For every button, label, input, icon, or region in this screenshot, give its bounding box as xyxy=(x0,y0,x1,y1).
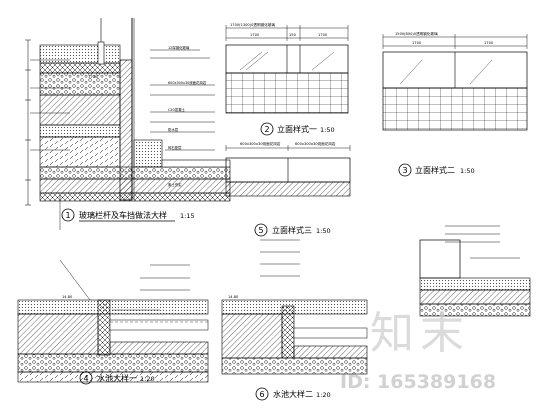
note-granite: 600x300x30烧面花岗岩 xyxy=(168,80,207,85)
dim-c: 1700 xyxy=(318,33,328,37)
detail-scale: 1:50 xyxy=(320,126,335,134)
dim-top-b: 600x300x30烧面花岗岩 xyxy=(295,141,336,146)
detail-number: 3 xyxy=(403,166,408,175)
watermark: 知末 ID: 165389168 xyxy=(340,308,496,393)
detail-2-elevation: 1700(1300)0透明钢化玻璃 1700 150 1700 2 立面样式一 … xyxy=(225,22,349,136)
detail-title: 玻璃栏杆及车挡做法大样 xyxy=(79,210,167,220)
dim-b: 1700 xyxy=(484,41,494,45)
detail-number: 2 xyxy=(265,125,270,134)
detail-number: 6 xyxy=(260,390,265,399)
detail-number-marker xyxy=(79,371,93,385)
detail-4-section: 14.80 4 水池大样一 1:20 xyxy=(17,259,209,385)
detail-title: 立面样式一 xyxy=(277,124,317,134)
detail-number-marker xyxy=(260,122,274,136)
watermark-logo: 知末 xyxy=(370,308,470,359)
note-waterproof: 防水层 xyxy=(168,127,179,132)
dim-top: 1500(800)0透明钢化玻璃 xyxy=(395,31,438,36)
note-gravel: 碎石垫层 xyxy=(168,145,182,150)
note-glass: 12厚钢化玻璃 xyxy=(168,45,190,50)
detail-number-marker xyxy=(255,387,269,401)
watermark-id: ID: 165389168 xyxy=(340,371,496,393)
detail-1-section: 17.00 12厚钢化玻璃 600x300x30烧面花岗岩 C20混凝土 防水层… xyxy=(25,18,231,230)
detail-scale: 1:20 xyxy=(140,375,155,383)
detail-scale: 1:50 xyxy=(316,227,331,235)
detail-number-marker xyxy=(254,223,268,237)
detail-title: 水池大样二 xyxy=(273,389,313,399)
detail-5-elevation: 600x300x30烧面花岗岩 600x300x30烧面花岗岩 5 立面样式三 … xyxy=(225,141,351,237)
elevation-label: 14.80 xyxy=(228,295,239,299)
detail-scale: 1:20 xyxy=(316,391,331,399)
detail-title: 立面样式三 xyxy=(272,225,312,235)
detail-number-marker xyxy=(398,163,412,177)
elevation-label: 17.00 xyxy=(88,75,99,79)
dim-a: 1700 xyxy=(250,33,260,37)
note-soil: 素土夯实 xyxy=(168,182,182,187)
dim-a: 1700 xyxy=(412,41,422,45)
detail-number: 1 xyxy=(66,211,71,220)
detail-scale: 1:15 xyxy=(180,212,195,220)
dim-top: 1700(1300)0透明钢化玻璃 xyxy=(230,22,275,27)
elevation-label: 14.80 xyxy=(62,295,73,299)
detail-number: 4 xyxy=(84,374,89,383)
detail-number: 5 xyxy=(259,226,264,235)
detail-title: 立面样式二 xyxy=(415,165,455,175)
detail-scale: 1:50 xyxy=(460,167,475,175)
note-concrete: C20混凝土 xyxy=(168,107,185,112)
detail-title: 水池大样一 xyxy=(97,373,137,383)
dim-b: 150 xyxy=(289,33,297,37)
detail-number-marker xyxy=(61,208,75,222)
detail-6-section: 14.80 6 水池大样二 1:20 xyxy=(221,225,531,401)
detail-3-elevation: 1500(800)0透明钢化玻璃 1700 1700 3 立面样式二 1:50 xyxy=(382,31,528,177)
dim-top-a: 600x300x30烧面花岗岩 xyxy=(240,141,281,146)
